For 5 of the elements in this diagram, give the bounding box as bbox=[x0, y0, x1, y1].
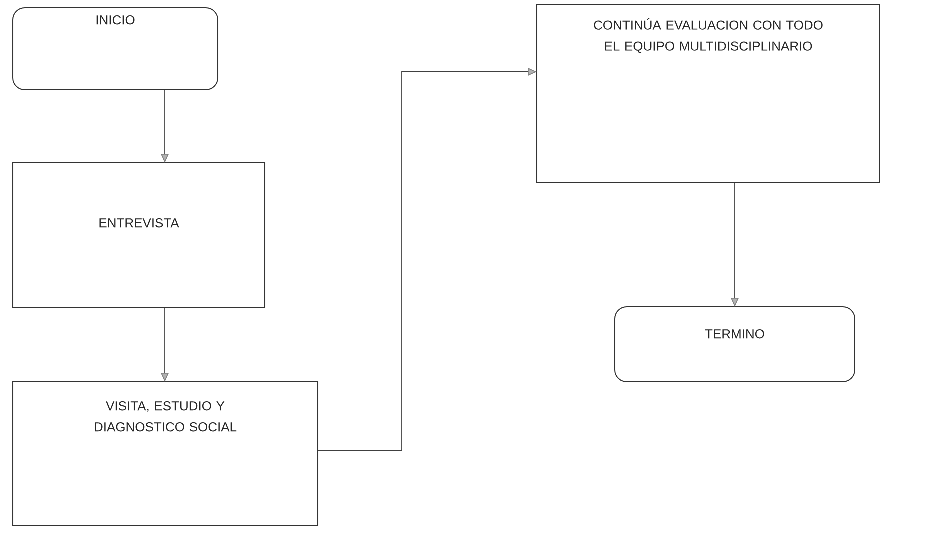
process-box: ENTREVISTA bbox=[12, 162, 266, 308]
process-box: VISITA, ESTUDIO Y DIAGNOSTICO SOCIAL bbox=[12, 382, 318, 526]
rounded-box: INICIO bbox=[12, 8, 218, 90]
process-box: CONTINÚA EVALUACION CON TODO EL EQUIPO MULTIDISCIPLINARIO bbox=[536, 4, 880, 184]
rounded-box: TERMINO bbox=[614, 306, 856, 382]
